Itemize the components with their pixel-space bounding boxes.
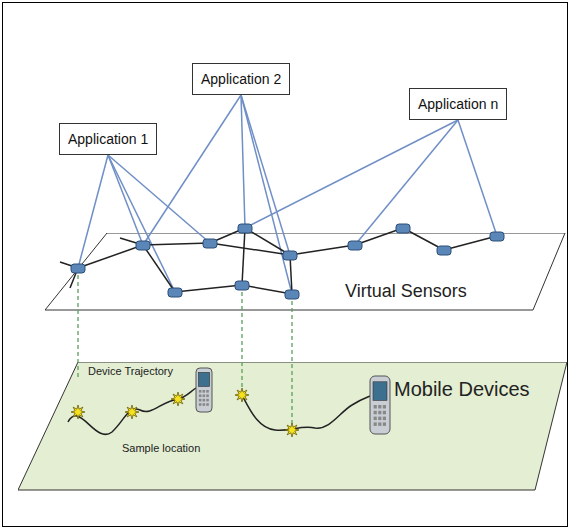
annotation-label: Device Trajectory [88, 365, 173, 377]
phone-key [374, 417, 377, 420]
application-label: Application 2 [201, 71, 281, 87]
sample-location [125, 405, 139, 419]
phone-key [383, 417, 386, 420]
sensor-link [143, 245, 175, 292]
virtual-sensor [437, 246, 451, 255]
app-link [241, 95, 245, 228]
phone-key [203, 390, 206, 393]
projection-line [77, 268, 78, 378]
device-trajectory [68, 388, 196, 434]
application-box: Application 2 [192, 63, 290, 95]
app-link [108, 155, 175, 292]
virtual-sensor [168, 288, 182, 297]
phone-key [383, 405, 386, 408]
app-link [143, 95, 241, 245]
app-link [241, 95, 292, 294]
phone-key [378, 422, 381, 425]
phone-key [206, 403, 209, 406]
phone-key [374, 422, 377, 425]
plane-label: Virtual Sensors [345, 281, 467, 302]
phone-key [378, 417, 381, 420]
sensor-link [210, 243, 290, 255]
app-link [108, 155, 210, 243]
phone-key [203, 399, 206, 402]
sensor-link [143, 243, 210, 245]
phone-key [199, 394, 202, 397]
sensor-link [290, 255, 292, 294]
app-link [245, 120, 458, 228]
phone-key [378, 411, 381, 414]
application-label: Application 1 [68, 131, 148, 147]
virtual-sensor [203, 239, 217, 248]
sample-location [285, 423, 299, 437]
virtual-sensor [396, 224, 410, 233]
phone-key [206, 394, 209, 397]
sensor-link [175, 285, 242, 292]
phone-key [374, 405, 377, 408]
phone-key [199, 399, 202, 402]
phone-key [203, 394, 206, 397]
app-link [355, 120, 458, 245]
phone-key [374, 411, 377, 414]
app-link [458, 120, 497, 236]
plane-outline [45, 233, 566, 311]
app-link [78, 155, 108, 268]
projection-line [241, 285, 242, 392]
annotation-label: Sample location [122, 442, 200, 454]
mobile-phone [370, 376, 390, 434]
application-label: Application n [418, 96, 498, 112]
phone-key [199, 403, 202, 406]
virtual-sensor [235, 281, 249, 290]
virtual-sensor [285, 290, 299, 299]
sensor-link [242, 228, 245, 285]
virtual-sensor [71, 264, 85, 273]
phone-key [383, 422, 386, 425]
phone-key [199, 390, 202, 393]
application-box: Application n [409, 88, 507, 120]
phone-screen [373, 382, 387, 401]
sample-location [71, 405, 85, 419]
app-link [108, 155, 143, 245]
sensor-link [444, 236, 497, 250]
phone-key [383, 411, 386, 414]
virtual-sensor [283, 251, 297, 260]
mobile-phone [196, 368, 212, 412]
plane-shape [45, 233, 565, 310]
phone-screen [198, 372, 209, 386]
virtual-sensor [348, 241, 362, 250]
virtual-sensor [136, 241, 150, 250]
sample-location [171, 392, 185, 406]
virtual-sensor [238, 224, 252, 233]
phone-key [378, 405, 381, 408]
phone-key [203, 403, 206, 406]
phone-key [206, 399, 209, 402]
projection-line [291, 294, 292, 430]
sample-location [235, 388, 249, 402]
sensor-link [290, 245, 355, 255]
virtual-sensor [490, 232, 504, 241]
application-box: Application 1 [59, 123, 157, 155]
phone-key [206, 390, 209, 393]
sensor-link [78, 245, 143, 268]
device-trajectory [242, 395, 370, 430]
plane-label: Mobile Devices [394, 378, 530, 401]
virtual-sensor-plane: Virtual Sensors [45, 233, 566, 311]
